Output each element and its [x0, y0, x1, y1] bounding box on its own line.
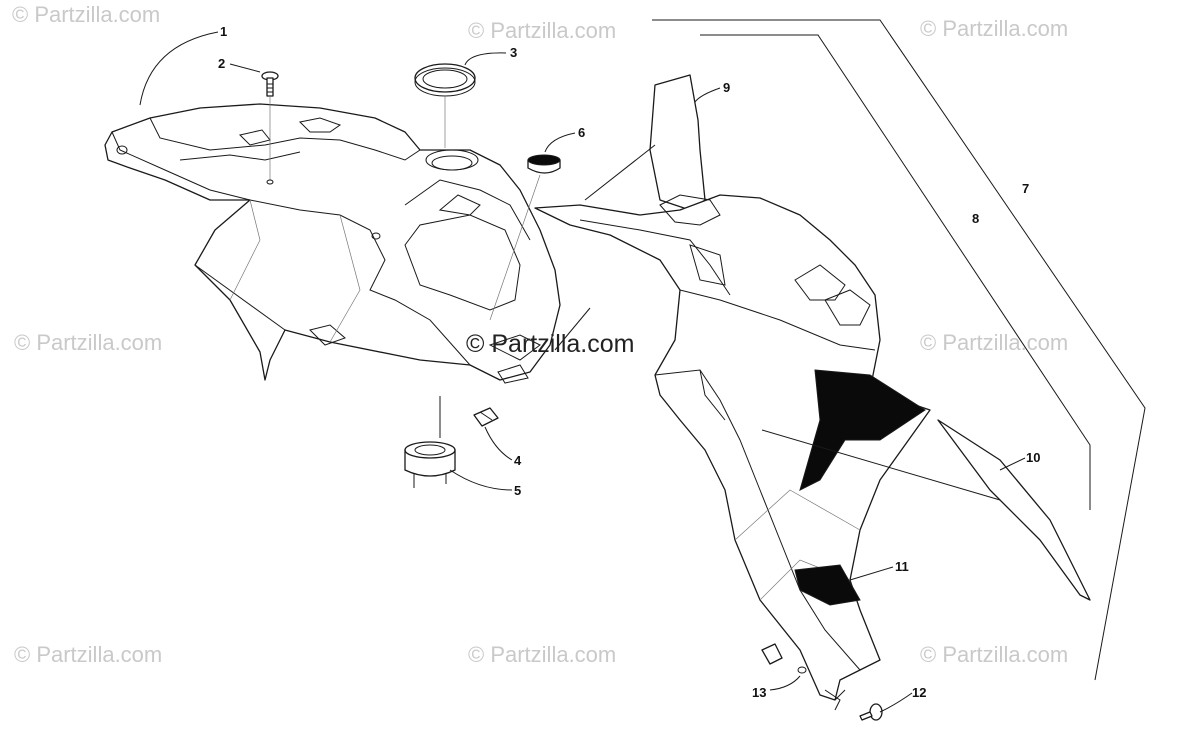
watermark: © Partzilla.com [14, 330, 162, 355]
callout-7: 7 [1022, 181, 1029, 196]
bracket-lines [652, 19, 1146, 681]
part-clip[interactable] [473, 407, 499, 427]
center-watermark: © Partzilla.com [466, 330, 634, 358]
part-side-panel-left[interactable] [649, 74, 706, 211]
part-bolt[interactable] [859, 703, 883, 721]
watermark: © Partzilla.com [468, 642, 616, 667]
callout-1: 1 [220, 24, 227, 39]
watermark: © Partzilla.com [920, 16, 1068, 41]
part-switch[interactable] [404, 396, 456, 488]
callout-labels: 1 2 3 4 5 6 7 8 9 10 11 12 13 [218, 24, 1040, 700]
watermark: © Partzilla.com [920, 642, 1068, 667]
callout-6: 6 [578, 125, 585, 140]
callout-8: 8 [972, 211, 979, 226]
callout-9: 9 [723, 80, 730, 95]
part-left-console[interactable] [104, 103, 561, 384]
callout-2: 2 [218, 56, 225, 71]
part-ring[interactable] [414, 63, 476, 148]
callout-5: 5 [514, 483, 521, 498]
part-clip-nut[interactable] [761, 643, 807, 674]
callout-13: 13 [752, 685, 766, 700]
callout-10: 10 [1026, 450, 1040, 465]
callout-11: 11 [895, 559, 909, 574]
part-bushing[interactable] [489, 154, 561, 321]
callout-3: 3 [510, 45, 517, 60]
part-right-shroud[interactable] [534, 194, 931, 711]
watermark: © Partzilla.com [920, 330, 1068, 355]
callout-4: 4 [514, 453, 522, 468]
watermark-group: © Partzilla.com © Partzilla.com © Partzi… [12, 2, 1068, 667]
watermark: © Partzilla.com [14, 642, 162, 667]
watermark: © Partzilla.com [468, 18, 616, 43]
leader-lines [139, 31, 1026, 713]
part-screw[interactable] [261, 71, 279, 185]
part-decal-right[interactable] [937, 419, 1091, 601]
watermark: © Partzilla.com [12, 2, 160, 27]
callout-12: 12 [912, 685, 926, 700]
